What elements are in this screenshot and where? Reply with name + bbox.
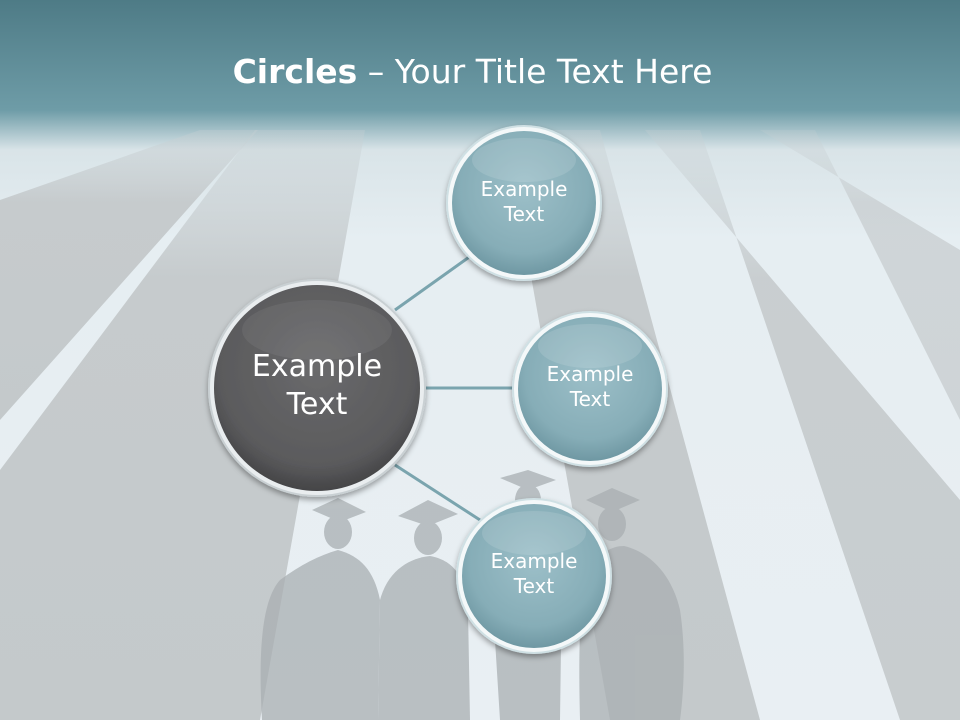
connector-line (394, 253, 473, 312)
stripe (645, 130, 960, 720)
satellite-label-1: Example Text (449, 177, 599, 227)
satellite-label-line1: Example (490, 549, 578, 573)
satellite-circle[interactable] (512, 311, 668, 467)
center-circle-label: Example Text (207, 348, 427, 423)
satellite-label-line2: Text (503, 202, 545, 226)
center-label-line2: Text (286, 386, 348, 422)
connector-line (394, 463, 481, 522)
satellite-label-line2: Text (569, 387, 611, 411)
center-circle[interactable] (208, 279, 426, 497)
center-label-line1: Example (251, 349, 383, 384)
stripe (760, 130, 960, 420)
satellite-label-3: Example Text (459, 549, 609, 599)
satellite-circle[interactable] (456, 498, 612, 654)
satellite-circle[interactable] (446, 125, 602, 281)
title-bold: Circles (232, 52, 358, 91)
satellite-label-line2: Text (513, 574, 555, 598)
slide-title: Circles – Your Title Text Here (0, 52, 945, 91)
satellite-label-2: Example Text (515, 362, 665, 412)
satellite-label-line1: Example (480, 177, 568, 201)
stripe (0, 130, 365, 720)
title-rest: – Your Title Text Here (357, 52, 713, 91)
satellite-label-line1: Example (546, 362, 634, 386)
stripe (0, 130, 258, 420)
